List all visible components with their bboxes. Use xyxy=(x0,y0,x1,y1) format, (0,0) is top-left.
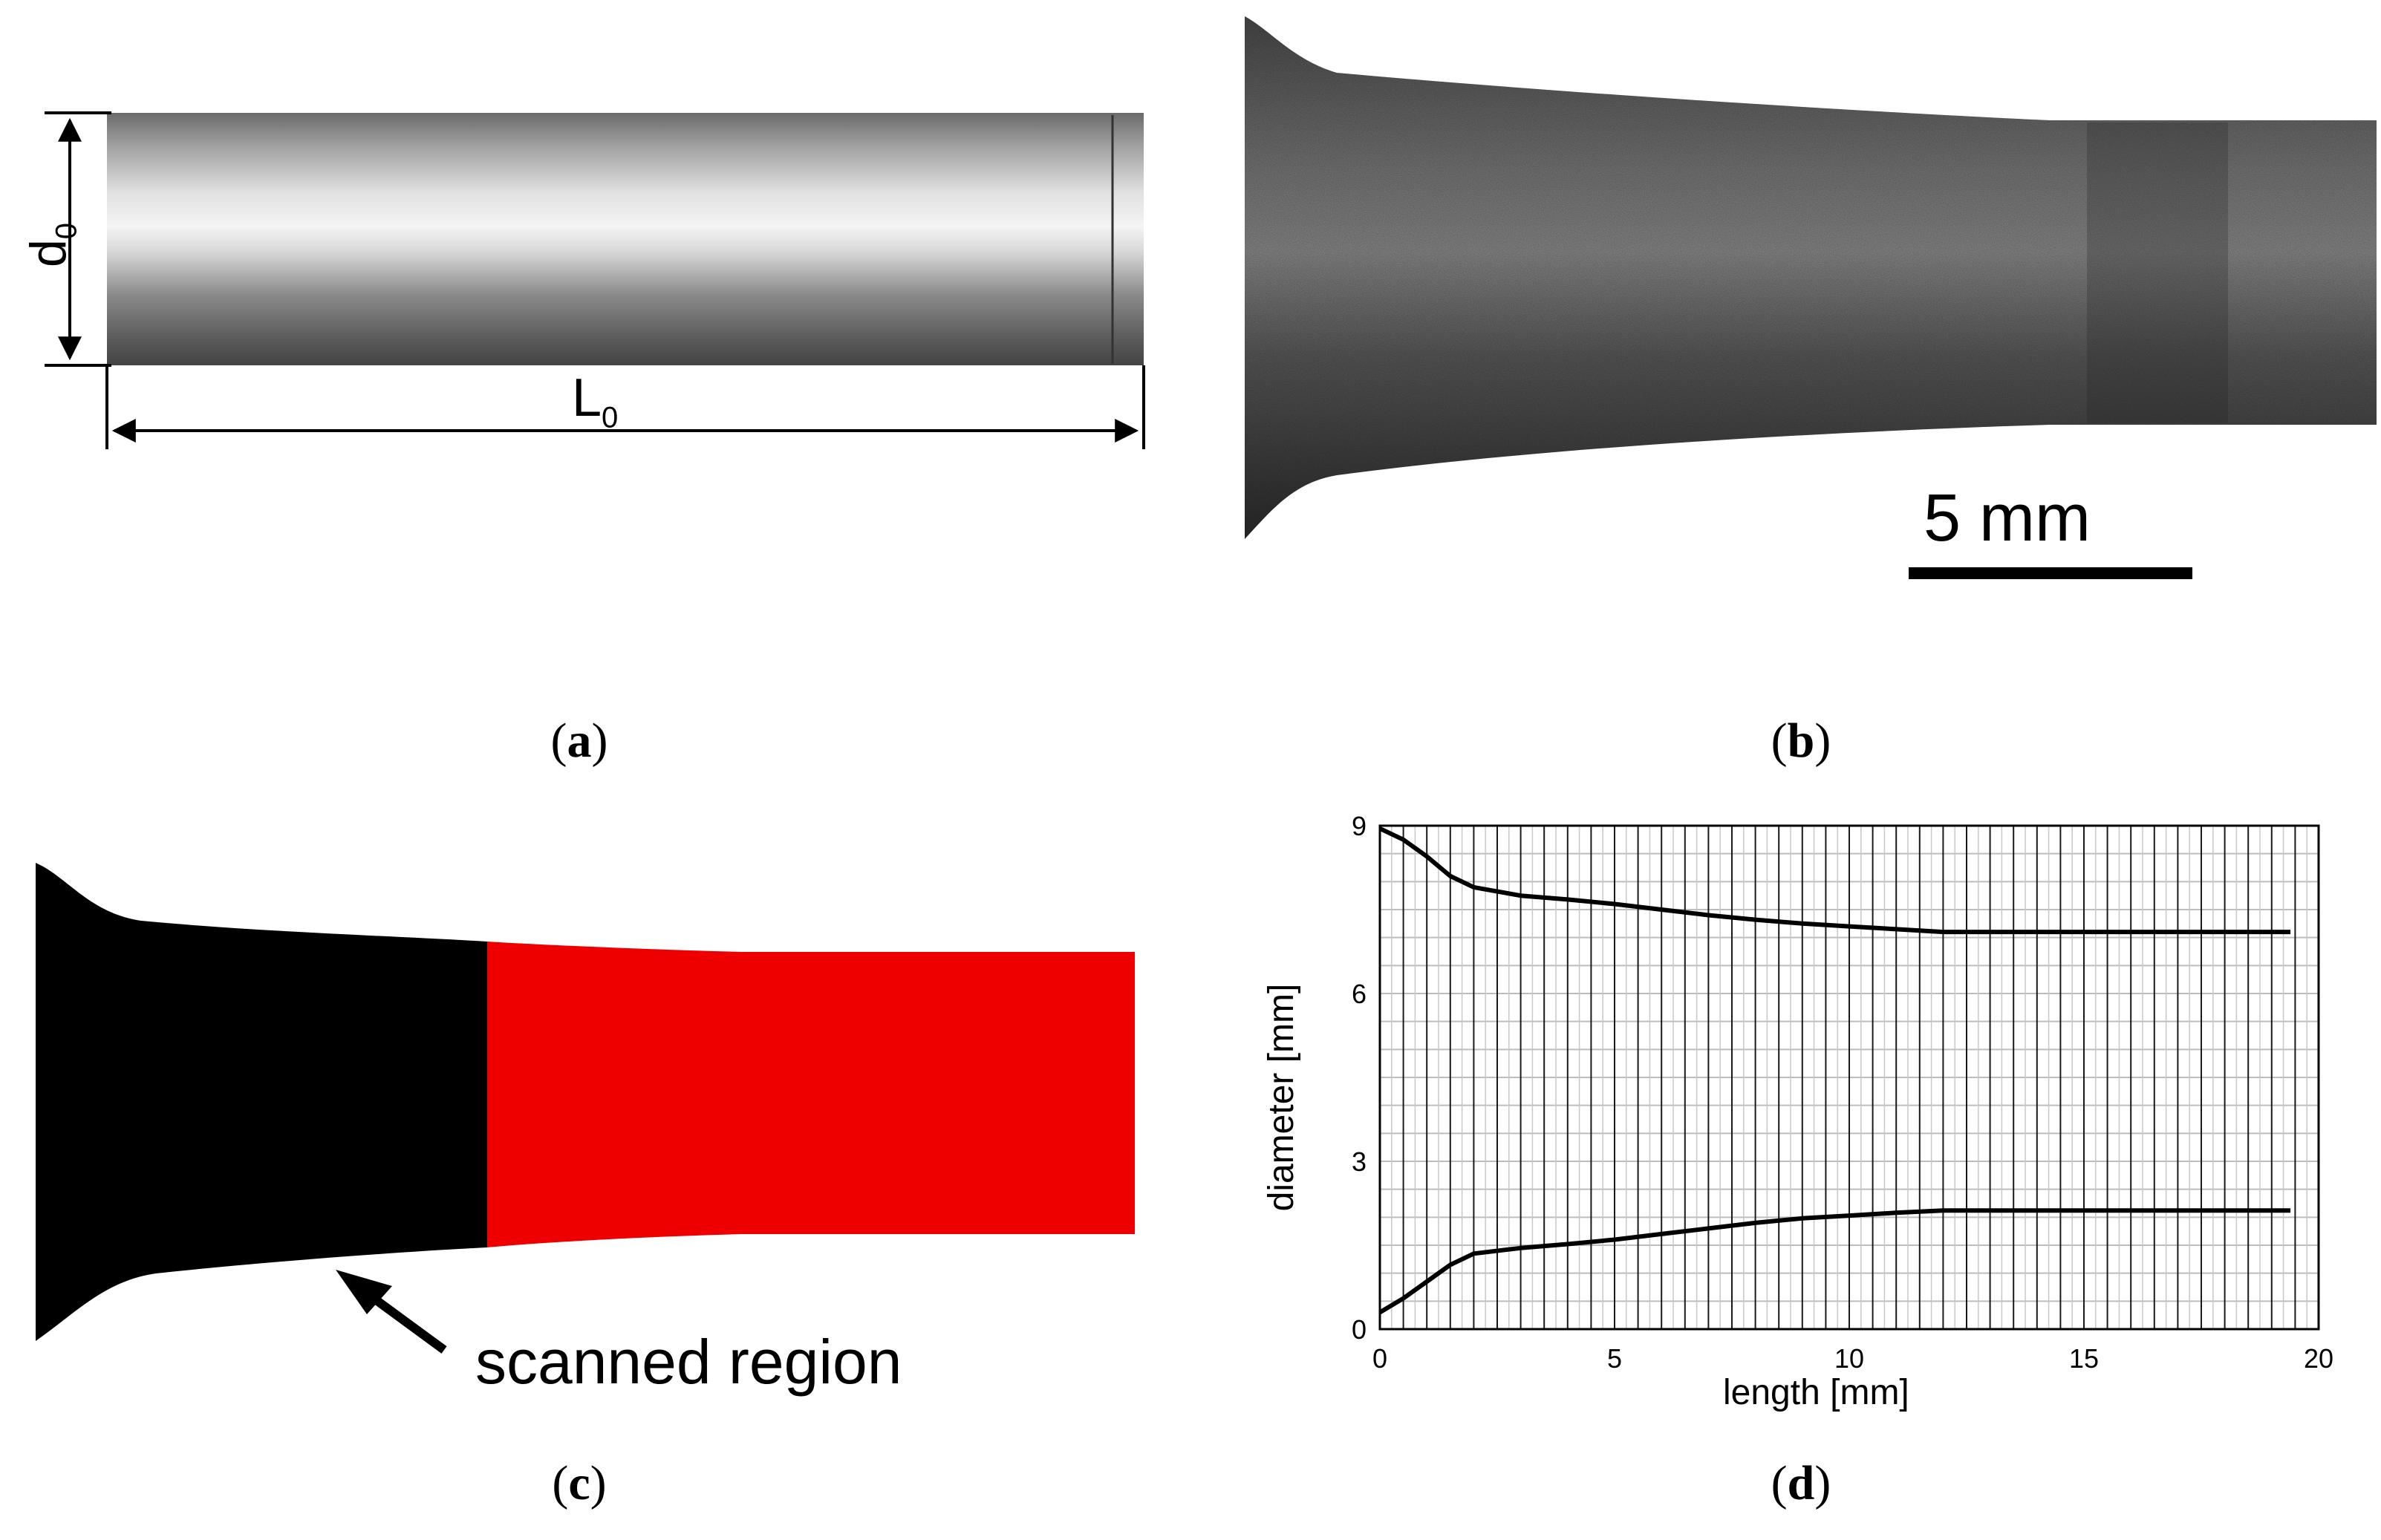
x-tick-label: 15 xyxy=(2069,1343,2099,1374)
x-axis-label: length [mm] xyxy=(1723,1373,1909,1412)
specimen-texture xyxy=(1245,16,2377,539)
y-tick-label: 6 xyxy=(1352,979,1367,1009)
y-tick-label: 3 xyxy=(1352,1146,1367,1177)
diameter-length-chart: 0 5 10 15 20 0 3 6 9 xyxy=(1352,811,2333,1374)
length-label: L0 xyxy=(572,368,619,434)
panel-b-label: (b) xyxy=(1771,714,1831,768)
panel-d: 0 5 10 15 20 0 3 6 9 length [mm] diameter [mm] (… xyxy=(1188,795,2381,1540)
panel-a-label: (a) xyxy=(550,714,608,768)
specimen-photo-after-test xyxy=(1245,16,2377,579)
cylinder-specimen-drawing xyxy=(45,111,1145,449)
surface-damage-zone xyxy=(2087,123,2228,423)
x-tick-label: 0 xyxy=(1372,1343,1387,1374)
annotation-arrowhead xyxy=(336,1270,392,1314)
y-tick-label: 0 xyxy=(1352,1314,1367,1345)
scale-bar-label: 5 mm xyxy=(1924,481,2091,555)
panel-a: d0 L0 (a) xyxy=(0,0,1188,768)
x-tick-label: 5 xyxy=(1607,1343,1622,1374)
unscanned-specimen-shape xyxy=(36,863,487,1341)
diameter-label: d0 xyxy=(20,222,83,268)
panel-c: scanned region (c) xyxy=(0,795,1188,1540)
scanned-region-diagram xyxy=(36,863,1135,1354)
plot-frame xyxy=(1378,824,2320,1331)
panel-d-label: (d) xyxy=(1771,1456,1831,1510)
y-axis-label: diameter [mm] xyxy=(1262,983,1301,1212)
upper-contour-line xyxy=(1378,826,2291,935)
x-tick-label: 20 xyxy=(2304,1343,2333,1374)
cylinder-body xyxy=(107,113,1144,365)
panel-b: 5 mm (b) xyxy=(1188,0,2381,768)
x-tick-label: 10 xyxy=(1834,1343,1864,1374)
panel-c-label: (c) xyxy=(552,1456,607,1510)
scanned-region-shape xyxy=(487,942,1135,1247)
scanned-region-label: scanned region xyxy=(475,1327,902,1397)
lower-contour-line xyxy=(1378,1208,2291,1314)
y-tick-label: 9 xyxy=(1352,811,1367,841)
